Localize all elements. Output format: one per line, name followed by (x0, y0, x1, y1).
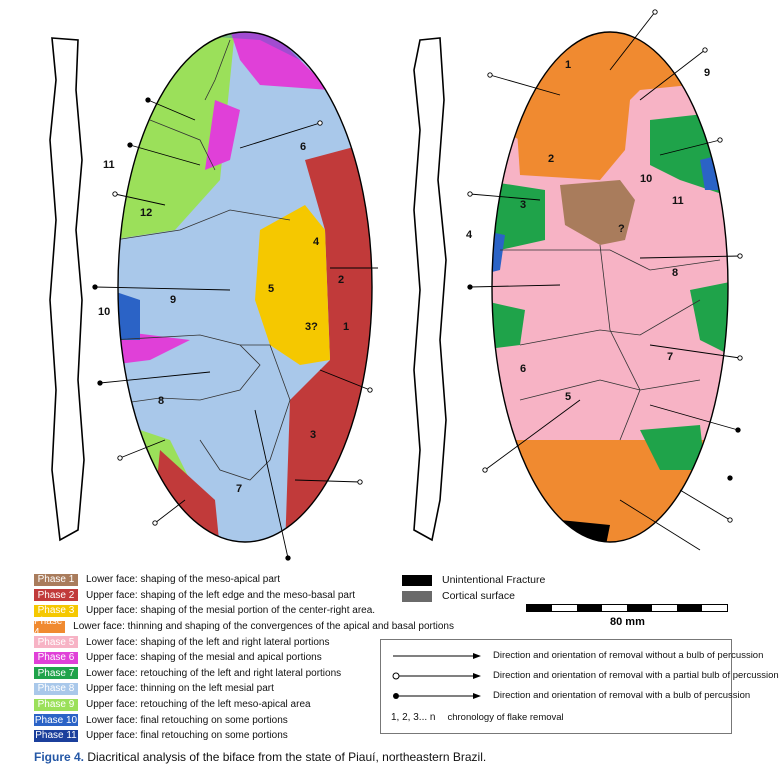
symbol-sequence: 1, 2, 3... n chronology of flake removal (391, 712, 564, 723)
scale-label: 80 mm (610, 616, 645, 628)
right-profile (413, 37, 447, 542)
phase-swatch: Phase 1 (34, 573, 78, 586)
arrow-filled-dot-icon (393, 692, 481, 699)
arrow-hollow-dot-icon (392, 672, 481, 679)
upper-face-labels: 6 9 8 7 5 3? 4 2 1 3 10 11 12 (98, 141, 349, 495)
phase-legend-row: Phase 1 Lower face: shaping of the meso-a… (34, 572, 454, 588)
phase-description: Upper face: retouching of the left meso-… (86, 699, 311, 711)
upper-label: 10 (98, 306, 110, 318)
phase-swatch: Phase 4 (34, 616, 66, 638)
phase-description: Lower face: retouching of the left and r… (86, 667, 342, 679)
upper-label: 5 (268, 283, 274, 295)
sequence-glyph: 1, 2, 3... n (391, 712, 436, 723)
phase-description: Upper face: shaping of the mesial and ap… (86, 652, 322, 664)
lower-label: ? (618, 223, 625, 235)
phase-description: Upper face: thinning on the left mesial … (86, 683, 274, 695)
upper-label: 12 (140, 207, 152, 219)
lower-label: 3 (520, 199, 526, 211)
phase-legend-row: Phase 11 Upper face: final retouching on … (34, 728, 454, 744)
phase-description: Lower face: final retouching on some por… (86, 714, 288, 726)
upper-label: 11 (103, 159, 115, 171)
symbol-no-bulb: Direction and orientation of removal wit… (391, 650, 763, 661)
symbol-partial-bulb-label: Direction and orientation of removal wit… (493, 670, 779, 681)
figure-caption: Figure 4. Diacritical analysis of the bi… (34, 750, 486, 764)
phase-description: Lower face: shaping of the left and righ… (86, 636, 330, 648)
lower-face-labels: 1 2 3 4 5 6 7 8 9 10 11 ? (466, 59, 710, 403)
upper-label: 8 (158, 395, 164, 407)
fracture-label: Unintentional Fracture (442, 574, 546, 586)
phase-description: Upper face: shaping of the left edge and… (86, 589, 356, 601)
phase-legend-row: Phase 9 Upper face: retouching of the lef… (34, 697, 454, 713)
cortical-key: Cortical surface (402, 590, 515, 602)
upper-label: 2 (338, 274, 344, 286)
phase-legend-row: Phase 8 Upper face: thinning on the left … (34, 681, 454, 697)
upper-label: 1 (343, 321, 349, 333)
scale-bar-graphic (526, 604, 728, 612)
lower-label: 11 (672, 195, 684, 207)
phase-description: Lower face: shaping of the meso-apical p… (86, 574, 280, 586)
symbol-bulb-label: Direction and orientation of removal wit… (493, 690, 751, 701)
phase-swatch: Phase 6 (34, 651, 78, 664)
upper-label: 7 (236, 483, 242, 495)
phase-description: Lower face: thinning and shaping of the … (73, 621, 454, 633)
phase-description: Upper face: shaping of the mesial portio… (86, 605, 376, 617)
phase-legend: Phase 1 Lower face: shaping of the meso-a… (34, 572, 454, 744)
phase-swatch: Phase 5 (34, 636, 78, 649)
lower-label: 5 (565, 391, 571, 403)
caption-lead: Figure 4. (34, 750, 85, 764)
phase-description: Upper face: final retouching on some por… (86, 730, 288, 742)
lower-label: 1 (565, 59, 571, 71)
fracture-swatch (402, 574, 432, 586)
cortical-label: Cortical surface (442, 590, 515, 602)
lower-face (492, 32, 728, 542)
phase-legend-row: Phase 2 Upper face: shaping of the left e… (34, 588, 454, 604)
caption-text: Diacritical analysis of the biface from … (84, 750, 487, 764)
phase-legend-row: Phase 6 Upper face: shaping of the mesial… (34, 650, 454, 666)
lower-face-outline (491, 31, 729, 543)
scale-bar: 80 mm (526, 604, 728, 628)
phase-swatch: Phase 2 (34, 589, 78, 602)
upper-label: 6 (300, 141, 306, 153)
lower-label: 7 (667, 351, 673, 363)
biface-diagram: 6 9 8 7 5 3? 4 2 1 3 10 11 12 1 2 3 4 5 … (49, 9, 743, 561)
symbol-partial-bulb: Direction and orientation of removal wit… (391, 670, 779, 681)
left-profile (49, 37, 85, 542)
upper-label: 3? (305, 321, 318, 333)
sequence-label: chronology of flake removal (447, 712, 564, 723)
upper-label: 9 (170, 294, 176, 306)
upper-face-arrows (92, 97, 378, 561)
lower-label: 4 (466, 229, 473, 241)
symbol-bulb: Direction and orientation of removal wit… (391, 690, 750, 701)
phase-legend-row: Phase 3 Upper face: shaping of the mesial… (34, 603, 454, 619)
phase-swatch: Phase 11 (34, 729, 78, 742)
phase-legend-row: Phase 4 Lower face: thinning and shaping … (34, 616, 454, 638)
upper-label: 4 (313, 236, 320, 248)
upper-face-outline (117, 31, 373, 543)
upper-face (118, 32, 372, 542)
phase-swatch: Phase 10 (34, 714, 78, 727)
lower-label: 2 (548, 153, 554, 165)
phase-swatch: Phase 8 (34, 682, 78, 695)
upper-label: 3 (310, 429, 316, 441)
lower-face-arrows (467, 9, 743, 551)
phase-swatch: Phase 3 (34, 604, 78, 617)
arrow-open-end-icon (393, 652, 481, 659)
fracture-key: Unintentional Fracture (402, 574, 545, 586)
symbols-key: Direction and orientation of removal wit… (380, 639, 779, 734)
phase-swatch: Phase 9 (34, 698, 78, 711)
cortical-swatch (402, 590, 432, 602)
phase-legend-row: Phase 7 Lower face: retouching of the lef… (34, 666, 454, 682)
lower-label: 8 (672, 267, 678, 279)
phase-legend-row: Phase 10 Lower face: final retouching on … (34, 712, 454, 728)
phase-swatch: Phase 7 (34, 667, 78, 680)
phase-legend-row: Phase 5 Lower face: shaping of the left a… (34, 634, 454, 650)
lower-label: 10 (640, 173, 652, 185)
lower-label: 9 (704, 67, 710, 79)
symbol-no-bulb-label: Direction and orientation of removal wit… (493, 650, 764, 661)
lower-label: 6 (520, 363, 526, 375)
